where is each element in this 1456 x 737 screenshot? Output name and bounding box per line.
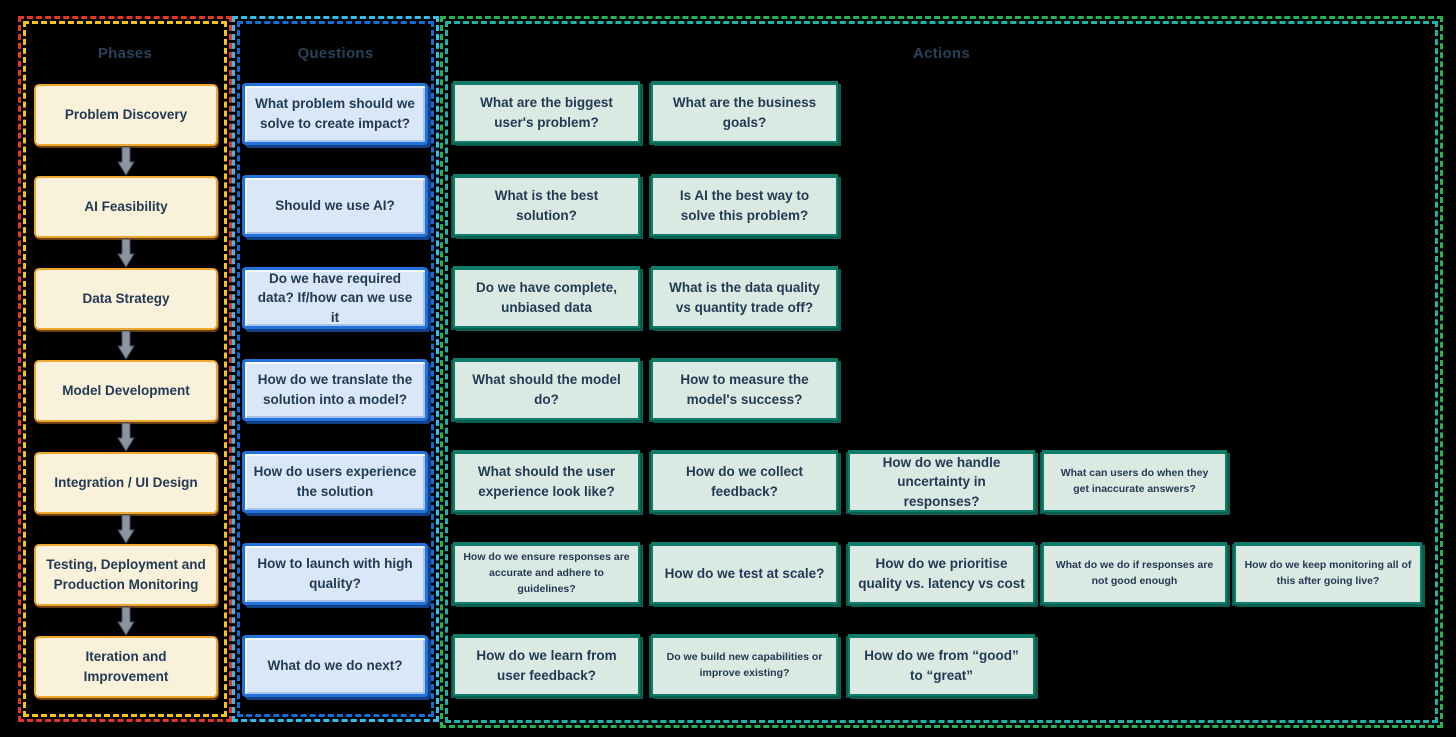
action-box: How do we prioritise quality vs. latency… — [848, 542, 1035, 604]
actions-panel-inner-border — [445, 21, 1438, 723]
down-arrow-icon — [117, 146, 135, 176]
action-box: How do we collect feedback? — [651, 450, 838, 512]
actions-panel: Actions What are the biggest user's prob… — [440, 16, 1443, 728]
action-box: Is AI the best way to solve this problem… — [651, 174, 838, 236]
phase-box-problem-discovery: Problem Discovery — [34, 84, 218, 146]
questions-panel: Questions What problem should we solve t… — [232, 16, 439, 722]
phases-panel: Phases Problem Discovery AI Feasibility … — [18, 16, 232, 722]
actions-header: Actions — [912, 45, 971, 63]
action-box: What is the data quality vs quantity tra… — [651, 266, 838, 328]
down-arrow-icon — [117, 514, 135, 544]
action-box: What are the business goals? — [651, 81, 838, 143]
phases-header: Phases — [97, 45, 153, 63]
question-box: Should we use AI? — [242, 175, 428, 237]
action-box: What is the best solution? — [453, 174, 640, 236]
question-box: Do we have required data? If/how can we … — [242, 267, 428, 329]
down-arrow-icon — [117, 606, 135, 636]
question-box: How to launch with high quality? — [242, 543, 428, 605]
action-box: How do we from “good” to “great” — [848, 634, 1035, 696]
action-box: What should the user experience look lik… — [453, 450, 640, 512]
phase-box-ai-feasibility: AI Feasibility — [34, 176, 218, 238]
phase-box-model-development: Model Development — [34, 360, 218, 422]
down-arrow-icon — [117, 238, 135, 268]
action-box: Do we build new capabilities or improve … — [651, 634, 838, 696]
action-box: How do we ensure responses are accurate … — [453, 542, 640, 604]
question-box: What do we do next? — [242, 635, 428, 697]
action-box: Do we have complete, unbiased data — [453, 266, 640, 328]
action-box: What can users do when they get inaccura… — [1042, 450, 1227, 512]
action-box: What do we do if responses are not good … — [1042, 542, 1227, 604]
action-box: What should the model do? — [453, 358, 640, 420]
action-box: How do we handle uncertainty in response… — [848, 450, 1035, 512]
phases-panel-inner-border — [23, 21, 227, 717]
action-box: How do we learn from user feedback? — [453, 634, 640, 696]
down-arrow-icon — [117, 422, 135, 452]
down-arrow-icon — [117, 330, 135, 360]
action-box: How to measure the model's success? — [651, 358, 838, 420]
phase-box-iteration-improvement: Iteration and Improvement — [34, 636, 218, 698]
question-box: How do we translate the solution into a … — [242, 359, 428, 421]
question-box: What problem should we solve to create i… — [242, 83, 428, 145]
phase-box-data-strategy: Data Strategy — [34, 268, 218, 330]
questions-panel-inner-border — [237, 21, 434, 717]
question-box: How do users experience the solution — [242, 451, 428, 513]
action-box: How do we keep monitoring all of this af… — [1234, 542, 1422, 604]
action-box: How do we test at scale? — [651, 542, 838, 604]
phase-box-integration-ui-design: Integration / UI Design — [34, 452, 218, 514]
phase-box-testing-deployment: Testing, Deployment and Production Monit… — [34, 544, 218, 606]
questions-header: Questions — [297, 45, 374, 63]
action-box: What are the biggest user's problem? — [453, 81, 640, 143]
